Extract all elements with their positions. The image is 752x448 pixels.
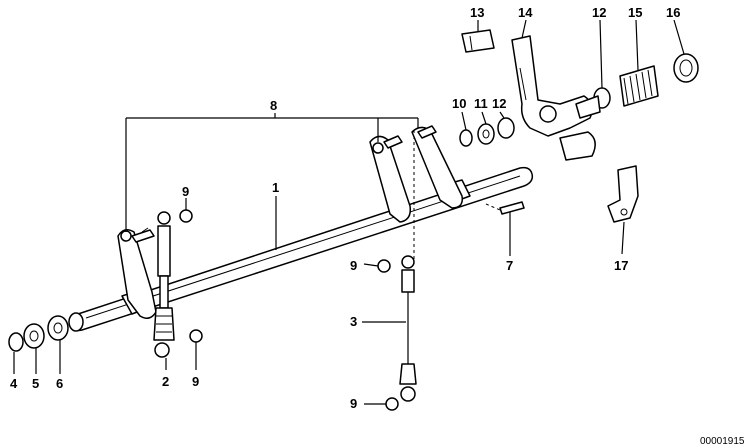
callout-15: 15 — [628, 5, 642, 20]
spring-assembly — [575, 53, 699, 119]
callout-17: 17 — [614, 258, 628, 273]
callout-2: 2 — [162, 374, 169, 389]
pin-and-bracket — [485, 165, 639, 223]
callout-3: 3 — [350, 314, 357, 329]
selector-lever — [461, 29, 596, 161]
callout-8: 8 — [270, 98, 277, 113]
washers-left — [8, 315, 69, 352]
callout-4: 4 — [10, 376, 18, 391]
leader-lines — [13, 19, 685, 405]
left-linkage — [153, 209, 203, 358]
callout-13: 13 — [470, 5, 484, 20]
callout-9-bottom-left: 9 — [192, 374, 199, 389]
callout-6: 6 — [56, 376, 63, 391]
callout-14: 14 — [518, 5, 533, 20]
right-linkage — [377, 130, 417, 411]
callout-labels: 1 2 3 4 5 6 7 8 9 9 9 9 10 11 12 12 13 1… — [10, 5, 680, 411]
callout-9-bottom: 9 — [350, 396, 357, 411]
callout-16: 16 — [666, 5, 680, 20]
callout-11: 11 — [474, 96, 488, 111]
callout-9-top: 9 — [182, 184, 189, 199]
callout-1: 1 — [272, 180, 279, 195]
document-number: 00001915 — [700, 436, 745, 447]
callout-12-top: 12 — [592, 5, 606, 20]
right-levers — [369, 125, 464, 223]
callout-7: 7 — [506, 258, 513, 273]
callout-10: 10 — [452, 96, 466, 111]
callout-9-middle: 9 — [350, 258, 357, 273]
callout-5: 5 — [32, 376, 39, 391]
callout-12-middle: 12 — [492, 96, 506, 111]
rings-middle — [459, 117, 515, 147]
